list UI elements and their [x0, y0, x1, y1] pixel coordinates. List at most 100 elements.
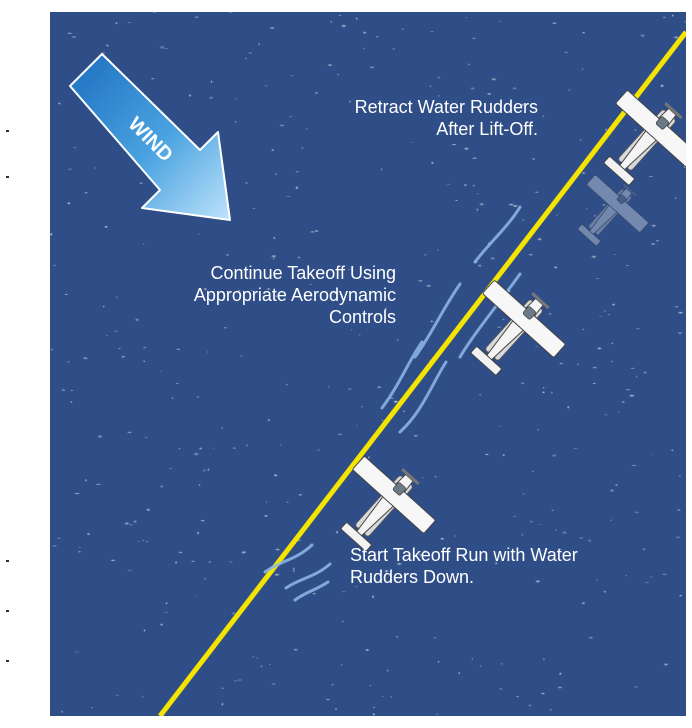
- caption-retract-water-rudders: Retract Water Rudders After Lift-Off.: [298, 96, 538, 140]
- water-sparkle: [52, 264, 57, 267]
- water-sparkle: [508, 203, 515, 206]
- water-sparkle: [375, 36, 380, 38]
- water-sparkle: [139, 182, 144, 185]
- water-sparkle: [531, 470, 534, 473]
- water-sparkle: [263, 514, 269, 518]
- water-sparkle: [289, 74, 294, 77]
- water-sparkle: [175, 348, 181, 351]
- water-sparkle: [335, 530, 339, 534]
- water-wake-middle: [380, 205, 522, 434]
- water-sparkle: [337, 14, 342, 17]
- water-sparkle: [347, 388, 353, 390]
- water-sparkle: [561, 530, 568, 535]
- water-sparkle: [512, 204, 519, 208]
- water-sparkle: [175, 382, 179, 385]
- water-sparkle: [610, 519, 613, 522]
- water-sparkle: [528, 253, 534, 256]
- water-sparkle: [581, 31, 586, 34]
- margin-mark: [6, 560, 9, 562]
- water-sparkle: [534, 345, 539, 347]
- water-sparkle: [673, 306, 680, 308]
- water-sparkle: [372, 712, 376, 716]
- water-sparkle: [190, 560, 196, 562]
- water-sparkle: [596, 347, 603, 350]
- water-sparkle: [142, 360, 146, 363]
- water-sparkle: [371, 595, 375, 599]
- water-sparkle: [576, 362, 580, 367]
- water-sparkle: [678, 594, 683, 598]
- water-sparkle: [137, 540, 141, 542]
- water-sparkle: [362, 31, 367, 35]
- water-sparkle: [661, 573, 668, 576]
- water-sparkle: [453, 534, 457, 538]
- water-sparkle: [142, 346, 148, 349]
- water-sparkle: [358, 333, 361, 337]
- water-sparkle: [496, 326, 502, 329]
- water-sparkle: [72, 147, 78, 149]
- water-sparkle: [475, 193, 480, 195]
- water-sparkle: [581, 68, 584, 71]
- water-sparkle: [95, 483, 102, 486]
- water-sparkle: [292, 569, 296, 573]
- water-sparkle: [521, 493, 526, 495]
- water-sparkle: [542, 386, 545, 389]
- scene-svg: WIND: [50, 12, 686, 716]
- water-sparkle: [84, 478, 88, 482]
- water-sparkle: [386, 668, 389, 673]
- water-sparkle: [206, 467, 210, 472]
- water-sparkle: [585, 207, 588, 210]
- water-sparkle: [512, 515, 517, 517]
- water-sparkle: [250, 289, 253, 291]
- water-sparkle: [536, 428, 540, 431]
- water-sparkle: [655, 239, 660, 242]
- water-sparkle: [521, 103, 525, 107]
- water-sparkle: [591, 366, 598, 369]
- water-sparkle: [159, 370, 163, 372]
- water-sparkle: [274, 294, 280, 298]
- water-sparkle: [465, 16, 468, 19]
- water-sparkle: [430, 161, 435, 165]
- water-sparkle: [364, 648, 370, 652]
- water-sparkle: [578, 536, 584, 540]
- water-sparkle: [644, 581, 650, 584]
- water-sparkle: [402, 410, 406, 413]
- water-sparkle: [437, 660, 440, 664]
- water-sparkle: [384, 569, 389, 573]
- water-sparkle: [331, 683, 334, 686]
- water-sparkle: [498, 20, 502, 23]
- water-sparkle: [674, 196, 677, 200]
- water-sparkle: [126, 22, 132, 24]
- water-sparkle: [309, 230, 316, 234]
- water-sparkle: [563, 51, 569, 53]
- water-sparkle: [126, 431, 133, 434]
- water-sparkle: [531, 157, 536, 161]
- caption-continue-takeoff: Continue Takeoff Using Appropriate Aerod…: [136, 262, 396, 328]
- water-sparkle: [439, 537, 445, 541]
- water-sparkle: [607, 314, 611, 316]
- water-sparkle: [649, 576, 654, 578]
- water-sparkle: [269, 26, 276, 29]
- water-sparkle: [117, 347, 122, 350]
- water-sparkle: [174, 560, 178, 565]
- water-sparkle: [478, 393, 482, 396]
- water-sparkle: [115, 296, 119, 299]
- water-sparkle: [141, 539, 145, 541]
- water-sparkle: [471, 658, 474, 660]
- water-sparkle: [380, 167, 383, 171]
- water-sparkle: [454, 199, 459, 202]
- water-sparkle: [678, 474, 682, 478]
- water-sparkle: [69, 389, 75, 392]
- water-sparkle: [60, 388, 67, 392]
- water-sparkle: [334, 707, 338, 711]
- water-sparkle: [610, 360, 613, 363]
- water-sparkle: [369, 684, 372, 687]
- water-sparkle: [534, 191, 540, 194]
- water-sparkle: [590, 255, 597, 259]
- water-sparkle: [598, 315, 603, 318]
- water-sparkle: [609, 488, 615, 493]
- water-sparkle: [635, 327, 641, 330]
- water-sparkle: [358, 298, 363, 303]
- water-sparkle: [381, 419, 384, 422]
- water-sparkle: [673, 35, 680, 40]
- water-sparkle: [422, 550, 428, 554]
